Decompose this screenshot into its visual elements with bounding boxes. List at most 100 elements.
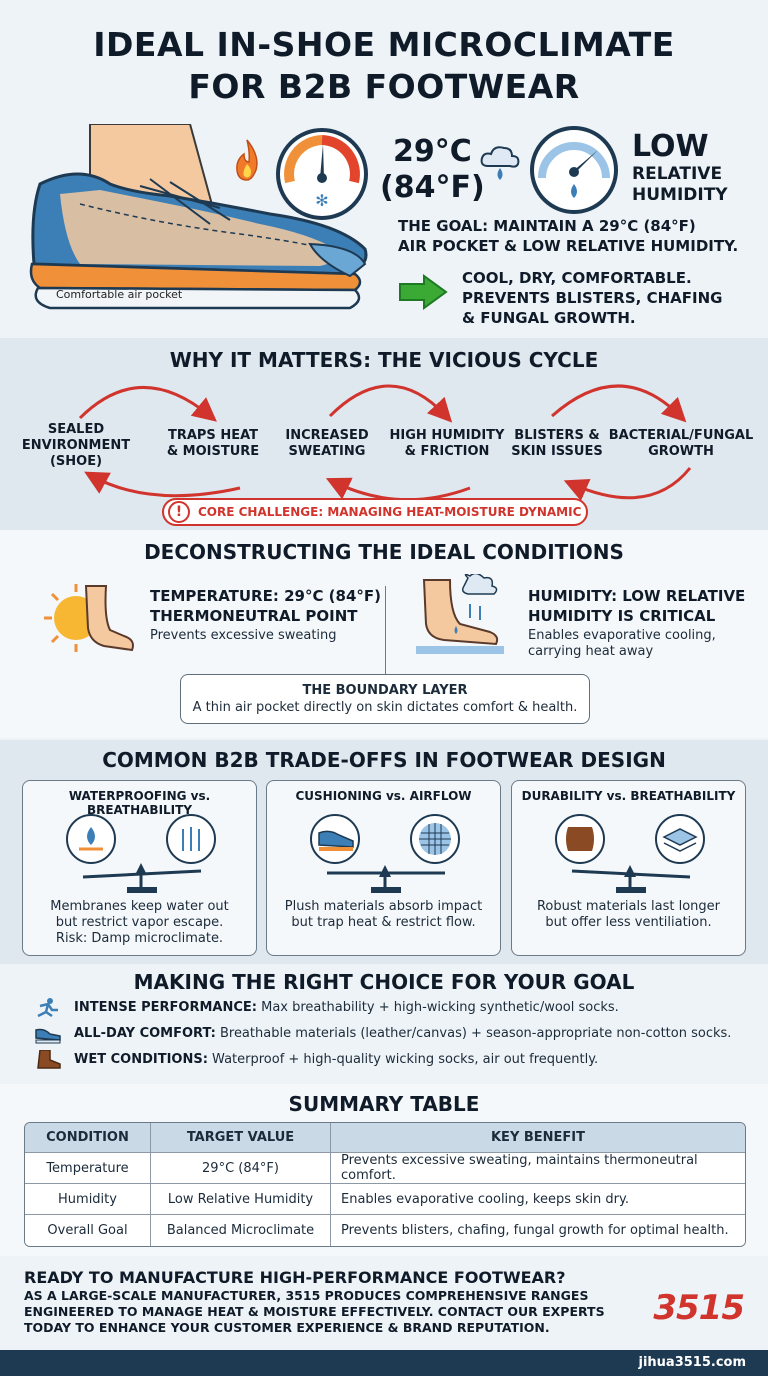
choice-text: INTENSE PERFORMANCE: Max breathability +…	[74, 999, 619, 1017]
node-text: SKIN ISSUES	[511, 444, 603, 459]
cta-title: READY TO MANUFACTURE HIGH-PERFORMANCE FO…	[24, 1268, 566, 1287]
node-text: TRAPS HEAT	[167, 428, 259, 443]
tradeoffs-section: COMMON B2B TRADE-OFFS IN FOOTWEAR DESIGN…	[0, 740, 768, 964]
node-text: & FRICTION	[404, 444, 490, 459]
humidity-word: HUMIDITY	[632, 185, 728, 205]
tradeoff-card-waterproofing: WATERPROOFING vs. BREATHABILITY Membrane…	[22, 780, 257, 956]
column-header: KEY BENEFIT	[331, 1123, 745, 1153]
boundary-title: THE BOUNDARY LAYER	[302, 683, 468, 698]
desc-line: Plush materials absorb impact	[284, 899, 483, 914]
cta-body: AS A LARGE-SCALE MANUFACTURER, 3515 PROD…	[24, 1288, 614, 1336]
arrow-right-icon	[399, 274, 448, 310]
choice-label: INTENSE PERFORMANCE:	[74, 1000, 257, 1015]
cycle-node-traps-heat: TRAPS HEAT & MOISTURE	[158, 428, 268, 460]
cycle-arrows	[78, 384, 692, 502]
card-title: DURABILITY vs. BREATHABILITY	[521, 789, 736, 803]
tradeoff-card-cushioning: CUSHIONING vs. AIRFLOW Plush materials a…	[266, 780, 501, 956]
benefit-statement: COOL, DRY, COMFORTABLE. PREVENTS BLISTER…	[462, 268, 762, 328]
boot-icon	[37, 1050, 61, 1069]
scale-water-breath-icon	[66, 814, 216, 893]
summary-table: CONDITION TARGET VALUE KEY BENEFIT Tempe…	[24, 1122, 746, 1247]
node-text: ENVIRONMENT	[21, 438, 131, 453]
table-row: Overall Goal Balanced Microclimate Preve…	[25, 1215, 745, 1246]
desc-line: but trap heat & restrict flow.	[291, 915, 476, 930]
humidity-relative: RELATIVE	[632, 164, 723, 184]
goal-line-1: THE GOAL: MAINTAIN A 29°C (84°F)	[398, 217, 696, 235]
desc-line: Risk: Damp microclimate.	[55, 931, 224, 946]
desc-line: but offer less ventiliation.	[545, 915, 712, 930]
hum-title-2: HUMIDITY IS CRITICAL	[528, 607, 716, 625]
desc-line: Robust materials last longer	[536, 899, 721, 914]
node-text: SEALED	[47, 422, 105, 437]
tradeoffs-title: COMMON B2B TRADE-OFFS IN FOOTWEAR DESIGN	[102, 748, 666, 772]
humidity-gauge-icon	[530, 126, 618, 214]
cta-line: ENGINEERED TO MANAGE HEAT & MOISTURE EFF…	[24, 1304, 605, 1319]
node-text: (SHOE)	[49, 454, 103, 469]
footer-bar: jihua3515.com	[0, 1350, 768, 1376]
sneaker-icon	[35, 1028, 61, 1044]
air-pocket-label: Comfortable air pocket	[56, 288, 183, 301]
table-cell: Enables evaporative cooling, keeps skin …	[331, 1184, 745, 1215]
choice-text: WET CONDITIONS: Waterproof + high-qualit…	[74, 1051, 598, 1069]
column-header: TARGET VALUE	[151, 1123, 331, 1153]
node-text: INCREASED	[285, 428, 369, 443]
node-text: GROWTH	[648, 444, 714, 459]
node-text: BACTERIAL/FUNGAL	[608, 428, 754, 443]
brand-logo[interactable]: 3515	[653, 1288, 745, 1328]
hum-title-1: HUMIDITY: LOW RELATIVE	[528, 587, 746, 605]
choice-desc: Breathable materials (leather/canvas) + …	[215, 1026, 732, 1041]
humid-foot-icon	[416, 574, 504, 654]
cycle-node-blisters: BLISTERS & SKIN ISSUES	[510, 428, 604, 460]
summary-section: SUMMARY TABLE CONDITION TARGET VALUE KEY…	[0, 1084, 768, 1256]
choice-section: MAKING THE RIGHT CHOICE FOR YOUR GOAL IN…	[0, 966, 768, 1084]
title-line-2: FOR B2B FOOTWEAR	[188, 67, 580, 106]
table-cell: Temperature	[25, 1153, 151, 1184]
benefit-line-2: PREVENTS BLISTERS, CHAFING	[462, 289, 723, 307]
table-row: Humidity Low Relative Humidity Enables e…	[25, 1184, 745, 1215]
card-title: CUSHIONING vs. AIRFLOW	[295, 789, 472, 803]
sun-foot-icon	[44, 584, 134, 652]
goal-statement: THE GOAL: MAINTAIN A 29°C (84°F) AIR POC…	[398, 216, 758, 256]
humidity-value: LOW RELATIVE HUMIDITY	[632, 130, 728, 206]
humidity-condition-sub: Enables evaporative cooling, carrying he…	[528, 628, 716, 660]
temperature-value: 29°C (84°F)	[380, 134, 485, 206]
runner-icon	[37, 998, 58, 1018]
choice-label: ALL-DAY COMFORT:	[74, 1026, 216, 1041]
temperature-condition-title: TEMPERATURE: 29°C (84°F) THERMONEUTRAL P…	[150, 586, 381, 626]
card-title: WATERPROOFING vs. BREATHABILITY	[68, 789, 211, 817]
summary-title: SUMMARY TABLE	[288, 1092, 480, 1116]
table-cell: Overall Goal	[25, 1215, 151, 1246]
card-description: Robust materials last longer but offer l…	[512, 899, 745, 931]
hum-sub-2: carrying heat away	[528, 644, 654, 659]
cycle-node-sweating: INCREASED SWEATING	[274, 428, 380, 460]
table-header-row: CONDITION TARGET VALUE KEY BENEFIT	[25, 1123, 745, 1153]
temp-title-2: THERMONEUTRAL POINT	[150, 607, 358, 625]
tradeoff-card-durability: DURABILITY vs. BREATHABILITY Robust mate…	[511, 780, 746, 956]
choice-row-performance: INTENSE PERFORMANCE: Max breathability +…	[34, 998, 754, 1018]
card-description: Membranes keep water out but restrict va…	[23, 899, 256, 947]
cloud-rain-icon	[480, 146, 520, 180]
temperature-condition-sub: Prevents excessive sweating	[150, 628, 337, 643]
choice-desc: Max breathability + high-wicking synthet…	[256, 1000, 619, 1015]
boundary-layer-box: THE BOUNDARY LAYER A thin air pocket dir…	[180, 674, 590, 724]
node-text: & MOISTURE	[166, 444, 260, 459]
humidity-low: LOW	[632, 129, 709, 164]
goal-line-2: AIR POCKET & LOW RELATIVE HUMIDITY.	[398, 237, 739, 255]
hero-section: Comfortable air pocket ✻ 29°C (84°F) LOW…	[0, 112, 768, 336]
cta-line: AS A LARGE-SCALE MANUFACTURER, 3515 PROD…	[24, 1288, 589, 1303]
divider	[385, 586, 386, 676]
svg-text:✻: ✻	[315, 191, 328, 210]
choice-label: WET CONDITIONS:	[74, 1052, 208, 1067]
table-cell: Balanced Microclimate	[151, 1215, 331, 1246]
choice-text: ALL-DAY COMFORT: Breathable materials (l…	[74, 1025, 731, 1043]
choice-row-comfort: ALL-DAY COMFORT: Breathable materials (l…	[34, 1024, 754, 1044]
table-cell: Humidity	[25, 1184, 151, 1215]
website-link[interactable]: jihua3515.com	[638, 1355, 747, 1370]
benefit-line-3: & FUNGAL GROWTH.	[462, 309, 636, 327]
column-header: CONDITION	[25, 1123, 151, 1153]
choice-row-wet: WET CONDITIONS: Waterproof + high-qualit…	[34, 1050, 754, 1072]
choice-desc: Waterproof + high-quality wicking socks,…	[207, 1052, 599, 1067]
node-text: HIGH HUMIDITY	[389, 428, 505, 443]
temp-title-1: TEMPERATURE: 29°C (84°F)	[150, 587, 382, 605]
hum-sub-1: Enables evaporative cooling,	[528, 628, 716, 643]
